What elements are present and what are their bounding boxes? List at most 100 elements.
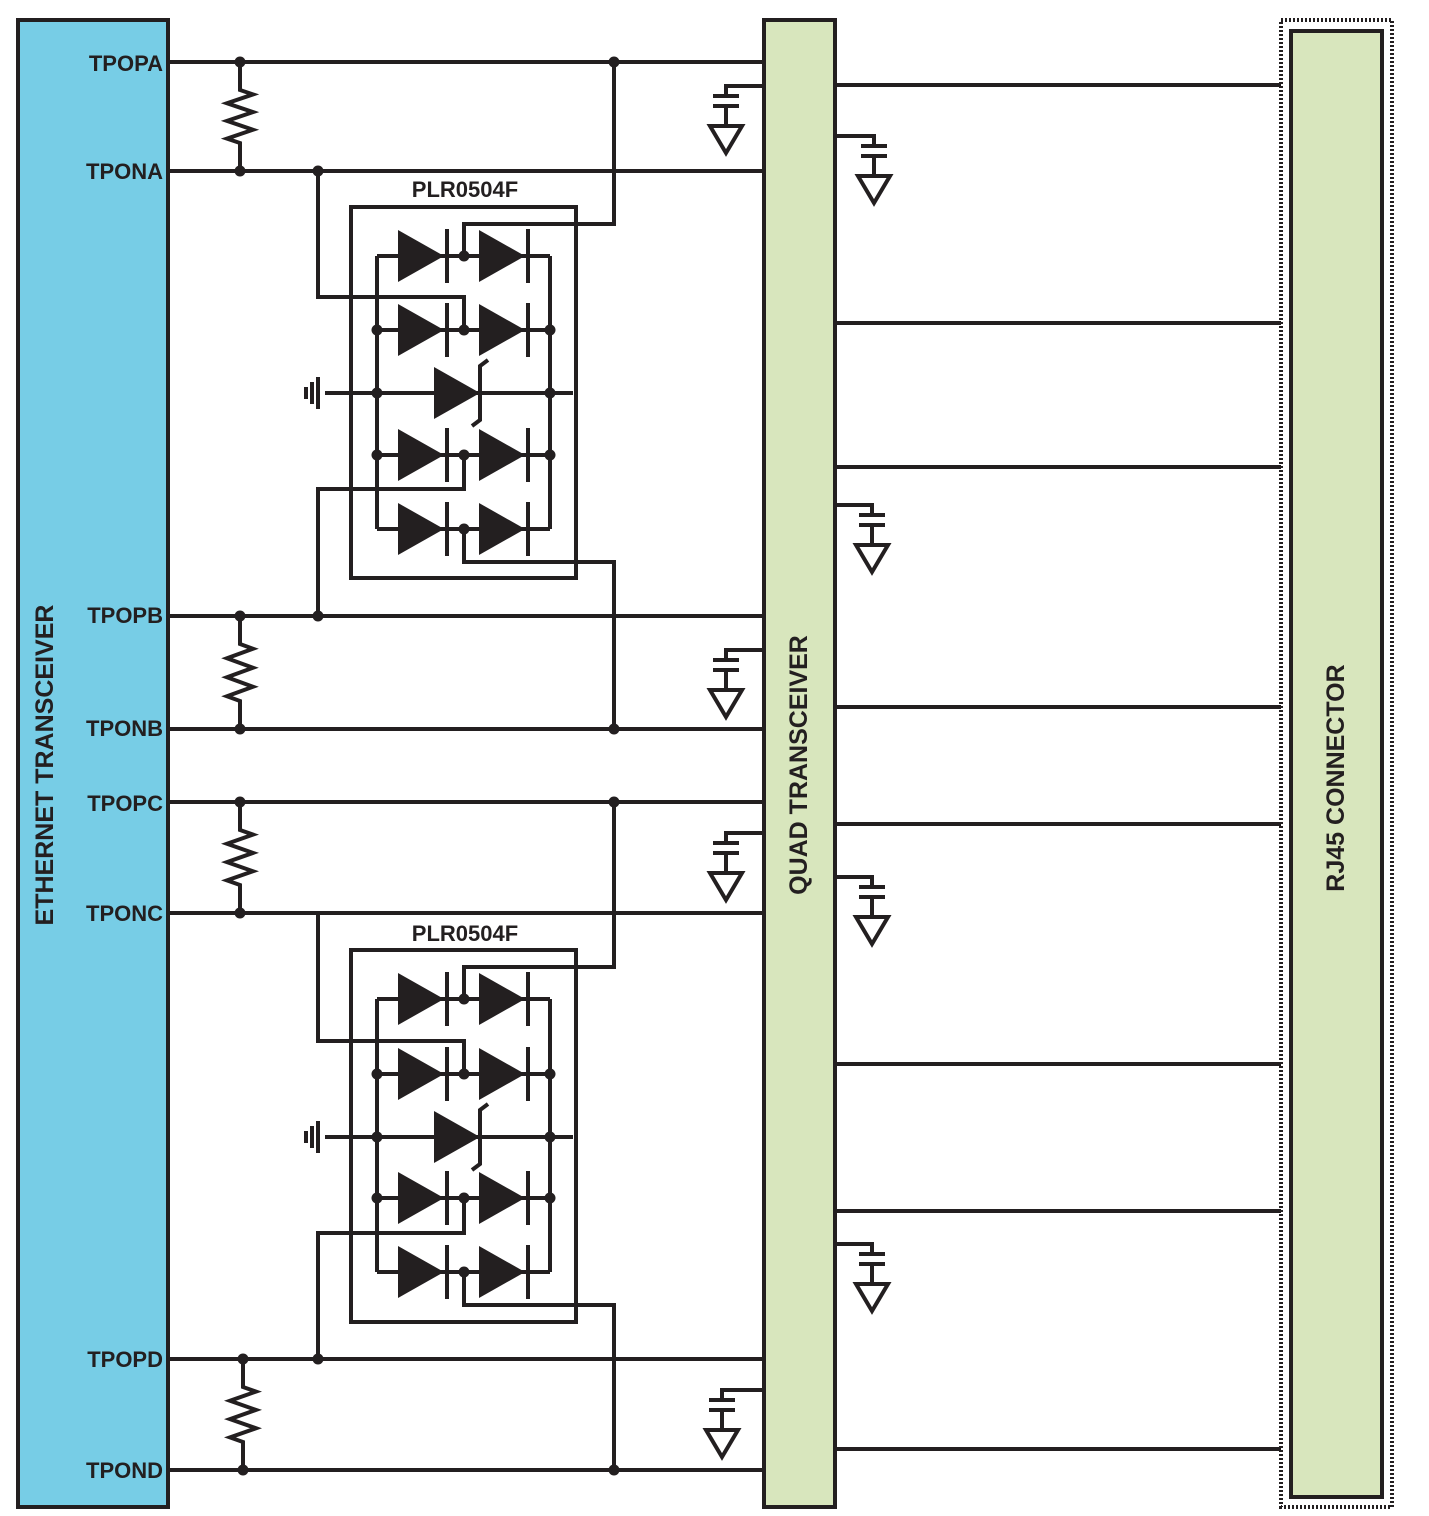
junction-dot: [458, 324, 470, 336]
rj45-connector-label: RJ45 CONNECTOR: [1322, 664, 1350, 891]
pin-label-tpopc: TPOPC: [87, 791, 163, 816]
junction-dot: [458, 523, 470, 535]
capacitor-lead: [835, 1242, 874, 1254]
capacitor-ground: [835, 503, 892, 576]
diode-icon: [479, 429, 525, 481]
pin-label-tpopa: TPOPA: [89, 51, 163, 76]
junction-dot: [234, 796, 246, 808]
ground-triangle-icon: [852, 915, 892, 948]
junction-dot: [237, 1353, 249, 1365]
io-line: [462, 529, 616, 729]
capacitor-ground: [706, 84, 762, 157]
capacitor-lead: [724, 648, 762, 660]
capacitor-lead: [724, 831, 762, 843]
capacitor-lead: [724, 84, 762, 96]
ground-triangle-icon: [702, 1428, 742, 1461]
junction-dot: [544, 1131, 556, 1143]
diode-icon: [479, 1246, 525, 1298]
junction-dot: [458, 993, 470, 1005]
diode-icon: [398, 304, 444, 356]
capacitor-lead: [835, 875, 874, 887]
junction-dot: [312, 1353, 324, 1365]
ground-triangle-icon: [706, 124, 746, 157]
tvs-cathode-bar: [470, 358, 490, 428]
rj45-connector-outline: [1279, 18, 1394, 1509]
junction-dot: [371, 1131, 383, 1143]
diode-icon: [479, 1048, 525, 1100]
diode-icon: [479, 973, 525, 1025]
junction-dot: [544, 1192, 556, 1204]
ground-triangle-icon: [706, 688, 746, 721]
diode-icon: [479, 230, 525, 282]
pin-label-tpond: TPOND: [86, 1458, 163, 1483]
ground-triangle-icon: [852, 543, 892, 576]
junction-dot: [234, 56, 246, 68]
junction-dot: [458, 250, 470, 262]
capacitor-ground: [835, 1242, 892, 1315]
junction-dot: [608, 56, 620, 68]
diode-icon: [398, 1172, 444, 1224]
junction-dot: [458, 1266, 470, 1278]
ethernet-transceiver-label: ETHERNET TRANSCEIVER: [31, 605, 59, 926]
tvs-diode-icon: [434, 1111, 480, 1163]
junction-dot: [458, 449, 470, 461]
junction-dot: [544, 324, 556, 336]
rj45-connector-block: [1289, 29, 1384, 1499]
components: [220, 56, 894, 1476]
junction-dot: [608, 1464, 620, 1476]
diode-icon: [398, 230, 444, 282]
diode-icon: [479, 304, 525, 356]
capacitor-ground: [706, 648, 762, 721]
junction-dot: [371, 1192, 383, 1204]
capacitor-ground: [702, 1388, 762, 1461]
junction-dot: [312, 610, 324, 622]
chassis-ground-icon: [304, 1121, 320, 1153]
resistor: [223, 1359, 263, 1470]
capacitor-lead: [835, 134, 876, 146]
ground-triangle-icon: [852, 1282, 892, 1315]
junction-dot: [371, 449, 383, 461]
io-line: [462, 802, 616, 999]
junction-dot: [544, 449, 556, 461]
diode-icon: [398, 1048, 444, 1100]
junction-dot: [371, 324, 383, 336]
ic-label-bottom: PLR0504F: [412, 921, 518, 946]
capacitor-ground: [835, 875, 892, 948]
pin-label-tponc: TPONC: [86, 901, 163, 926]
pin-label-tponb: TPONB: [86, 716, 163, 741]
resistor: [221, 616, 259, 729]
junction-dot: [234, 165, 246, 177]
protection-ic-outline: [349, 205, 578, 580]
ground-triangle-icon: [854, 174, 894, 207]
junction-dot: [458, 1192, 470, 1204]
junction-dot: [458, 1068, 470, 1080]
diode-icon: [398, 973, 444, 1025]
pin-label-tpona: TPONA: [86, 159, 163, 184]
junction-dot: [312, 165, 324, 177]
protection-ic-outline: [349, 948, 578, 1324]
junction-dot: [608, 796, 620, 808]
io-line: [462, 1272, 616, 1470]
junction-dot: [544, 1068, 556, 1080]
diode-icon: [479, 1172, 525, 1224]
capacitor-lead: [835, 503, 874, 515]
diode-icon: [398, 1246, 444, 1298]
capacitor-lead: [720, 1388, 762, 1400]
io-line: [316, 455, 466, 616]
junction-dot: [237, 1464, 249, 1476]
junction-dot: [234, 610, 246, 622]
capacitor-ground: [835, 134, 894, 207]
junction-dot: [234, 907, 246, 919]
junction-dot: [608, 723, 620, 735]
resistor: [220, 62, 260, 171]
chassis-ground-icon: [304, 377, 320, 409]
quad-transceiver-block: [762, 18, 837, 1509]
io-line: [316, 171, 466, 330]
junction-dot: [371, 1068, 383, 1080]
tvs-cathode-bar: [470, 1102, 490, 1172]
ground-triangle-icon: [706, 871, 746, 904]
diode-icon: [398, 429, 444, 481]
ethernet-transceiver-block: [16, 18, 170, 1509]
tvs-diode-icon: [434, 367, 480, 419]
